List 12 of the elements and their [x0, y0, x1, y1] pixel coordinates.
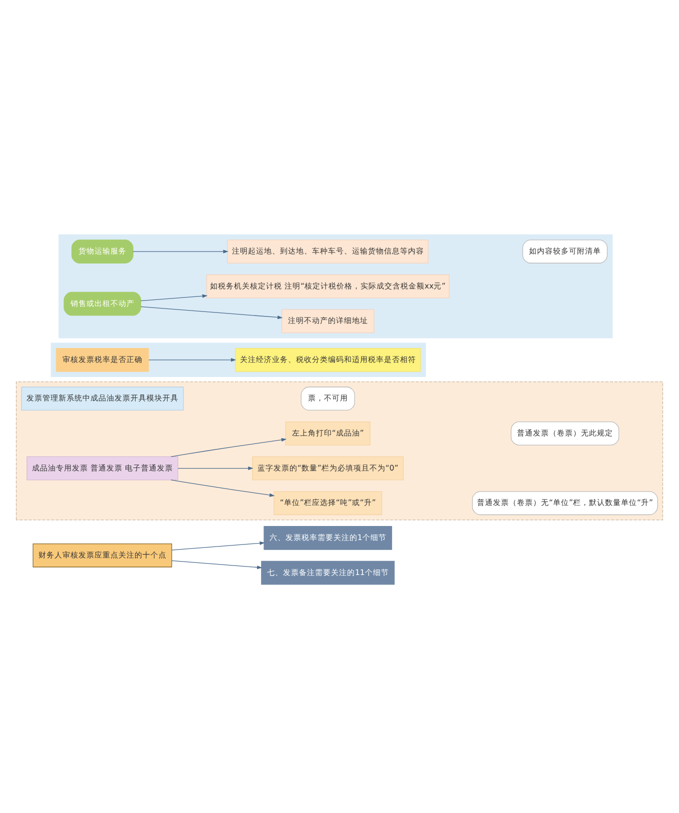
arrow	[148, 358, 236, 362]
arrow	[172, 540, 265, 550]
arrow	[178, 466, 254, 470]
arrow	[172, 560, 262, 569]
cluster	[58, 234, 613, 338]
cluster	[50, 342, 426, 376]
arrow	[132, 249, 228, 253]
arrow	[140, 306, 283, 319]
cluster	[16, 381, 664, 520]
arrow	[170, 479, 275, 496]
arrow	[170, 438, 287, 456]
arrow	[140, 294, 208, 301]
